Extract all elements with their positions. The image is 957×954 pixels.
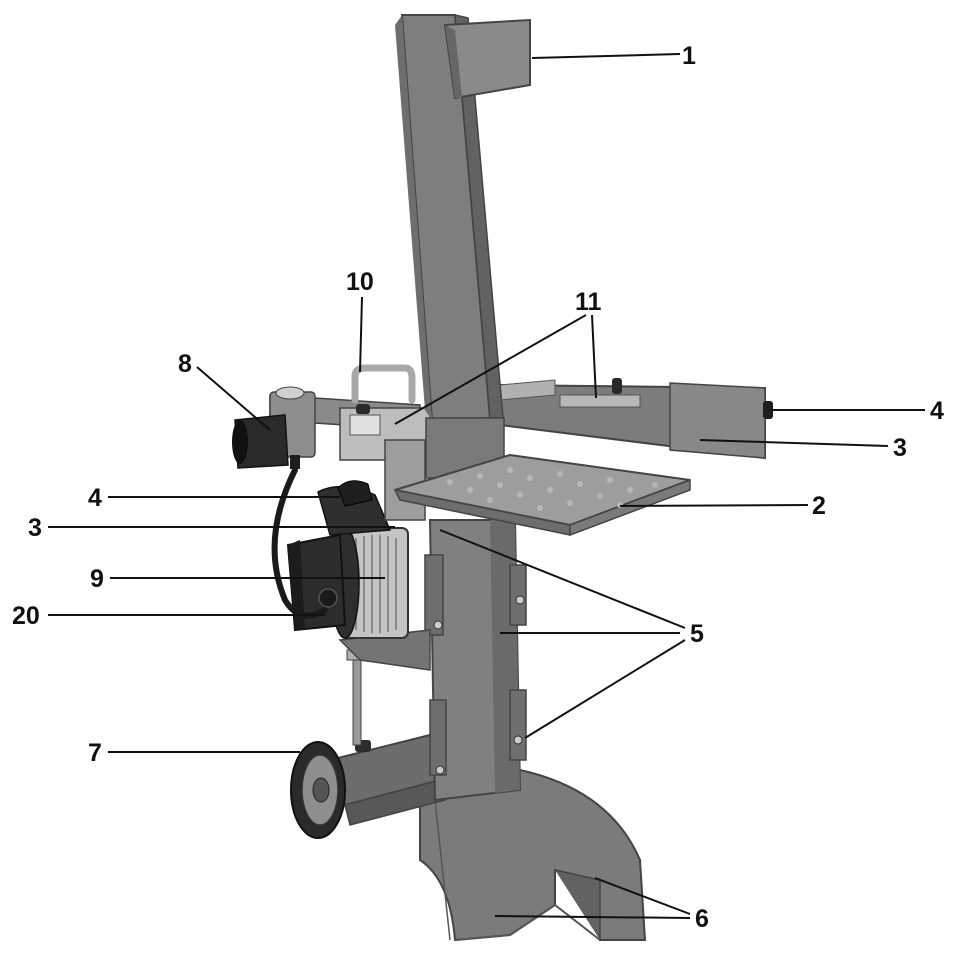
- leader-6-b: [494, 915, 691, 919]
- base-foot-plate: [419, 768, 647, 942]
- callout-3-right: 3: [893, 434, 907, 462]
- leader-1: [531, 53, 681, 59]
- leader-11-b: [591, 314, 597, 399]
- support-rod: [346, 649, 368, 746]
- callout-7: 7: [88, 739, 102, 767]
- leader-11-a: [394, 314, 587, 425]
- leader-lines: [48, 53, 925, 919]
- callout-8: 8: [178, 350, 192, 378]
- callout-6: 6: [695, 905, 709, 933]
- callout-10: 10: [346, 268, 374, 296]
- leader-6-a: [594, 877, 691, 915]
- callout-4-left: 4: [88, 484, 102, 512]
- log-splitter-illustration: [232, 14, 773, 942]
- callout-1: 1: [682, 42, 696, 70]
- leader-5-a: [439, 529, 686, 629]
- callout-4-right: 4: [930, 397, 944, 425]
- leader-2: [619, 504, 809, 507]
- callout-20: 20: [12, 602, 40, 630]
- callout-labels: 1 2 3 3 4 4 5 6 7 8 9 10 11 20: [12, 42, 944, 933]
- lower-column: [424, 519, 527, 802]
- valve-assembly: [337, 404, 431, 521]
- right-control-arm: [499, 378, 773, 460]
- switch-box: [286, 533, 347, 632]
- work-table: [393, 453, 691, 537]
- ram-head: [443, 18, 531, 100]
- leader-8: [196, 366, 271, 431]
- callout-9: 9: [90, 565, 104, 593]
- wheel-frame: [328, 733, 446, 826]
- carry-handle: [351, 364, 416, 404]
- callout-3-left: 3: [28, 514, 42, 542]
- callout-5: 5: [690, 620, 704, 648]
- leader-10: [359, 296, 363, 373]
- wheel: [290, 741, 346, 839]
- callout-11: 11: [575, 288, 602, 316]
- leader-5-c: [524, 639, 686, 739]
- leader-3-right: [699, 439, 889, 447]
- callout-2: 2: [812, 492, 826, 520]
